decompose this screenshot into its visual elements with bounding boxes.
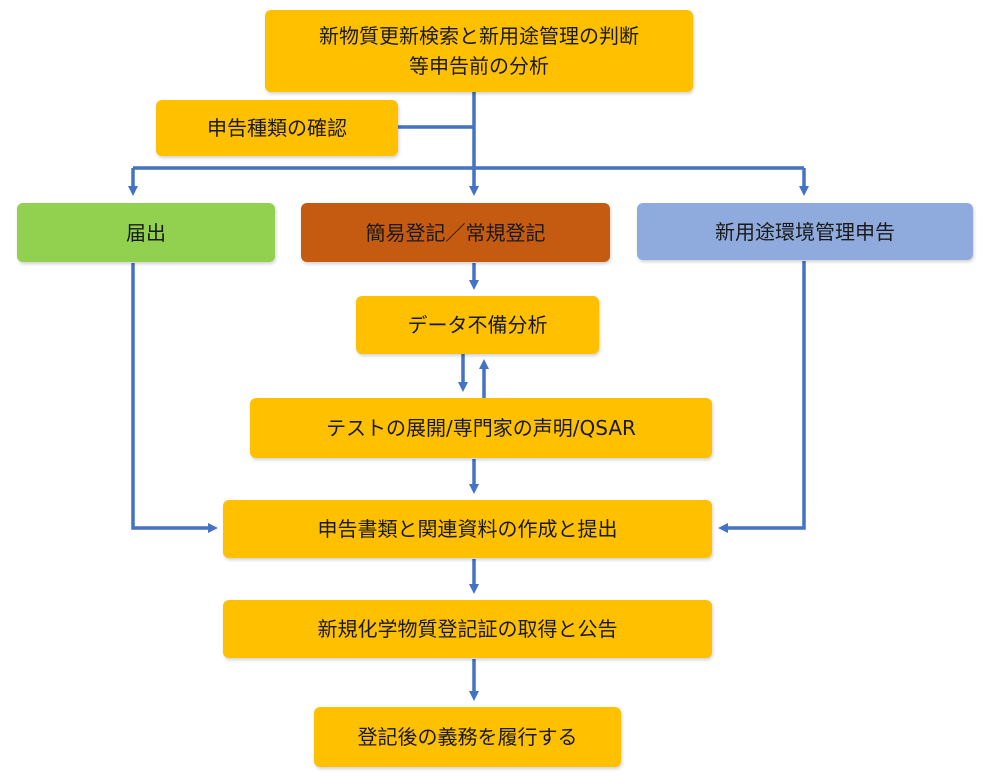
confirm-type-box: 申告種類の確認 [156,100,398,156]
notification-label: 届出 [126,220,166,245]
post-obligations-label: 登記後の義務を履行する [357,725,578,749]
obtain-certificate-box: 新規化学物質登記証の取得と公告 [223,600,712,658]
new-use-declaration-label: 新用途環境管理申告 [715,219,895,244]
notification-box: 届出 [17,203,275,262]
post-obligations-box: 登記後の義務を履行する [314,707,621,767]
testing-expert-qsar-box: テストの展開/専門家の声明/QSAR [250,398,712,458]
pre-analysis-label: 新物質更新検索と新用途管理の判断 等申告前の分析 [319,24,639,78]
data-gap-analysis-label: データ不備分析 [407,313,548,337]
pre-analysis-box: 新物質更新検索と新用途管理の判断 等申告前の分析 [265,10,693,92]
testing-expert-qsar-label: テストの展開/専門家の声明/QSAR [326,416,636,440]
arrow-notification-to-prepare [131,263,218,533]
arrow-newuse-to-prepare [718,261,806,533]
prepare-submit-label: 申告書類と関連資料の作成と提出 [317,517,618,541]
confirm-type-label: 申告種類の確認 [207,116,347,140]
simple-standard-registration-box: 簡易登記／常規登記 [301,203,610,262]
data-gap-analysis-box: データ不備分析 [356,296,599,354]
simple-standard-registration-label: 簡易登記／常規登記 [365,220,546,245]
new-use-declaration-box: 新用途環境管理申告 [637,203,973,260]
obtain-certificate-label: 新規化学物質登記証の取得と公告 [317,617,618,641]
prepare-submit-box: 申告書類と関連資料の作成と提出 [223,500,712,558]
